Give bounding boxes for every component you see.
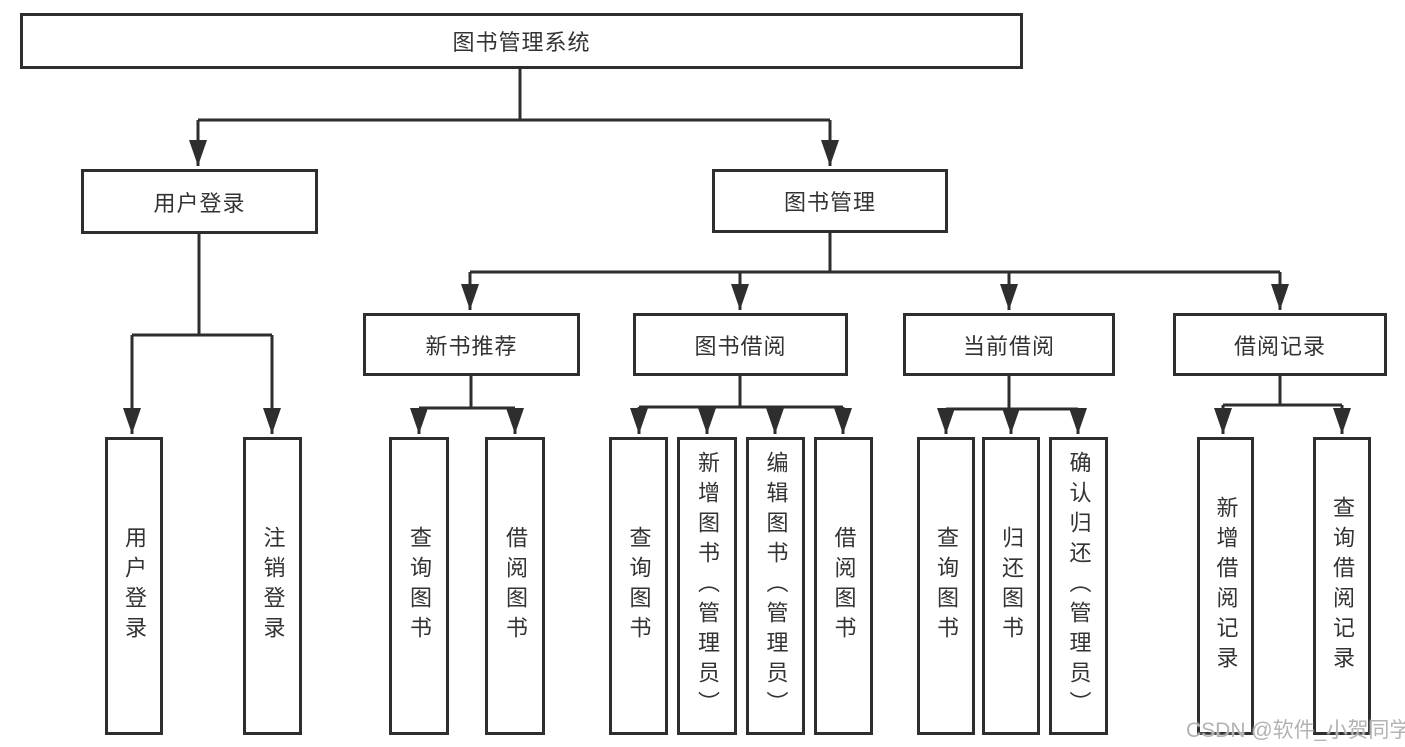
- leaf-label: 借阅图书: [503, 526, 528, 646]
- leaf-user-login: 用户登录: [105, 437, 163, 735]
- leaf-confirm-return-admin: 确认归还（管理员）: [1049, 437, 1108, 735]
- leaf-label: 查询图书: [626, 526, 652, 646]
- leaf-label: 用户登录: [122, 526, 147, 646]
- leaf-query-borrow-record: 查询借阅记录: [1313, 437, 1371, 735]
- node-book-management: 图书管理: [712, 169, 948, 233]
- leaf-label: 新增借阅记录: [1213, 496, 1239, 676]
- node-user-login: 用户登录: [81, 169, 318, 234]
- leaf-label: 查询图书: [934, 526, 959, 646]
- node-current-borrowing: 当前借阅: [903, 313, 1115, 376]
- leaf-return-books: 归还图书: [982, 437, 1040, 735]
- leaf-add-books-admin: 新增图书（管理员）: [677, 437, 737, 735]
- leaf-label: 注销登录: [260, 526, 286, 646]
- leaf-label: 借阅图书: [831, 526, 857, 646]
- node-book-borrowing: 图书借阅: [633, 313, 848, 376]
- leaf-label: 新增图书（管理员）: [695, 451, 720, 721]
- leaf-query-books-borrow: 查询图书: [609, 437, 668, 735]
- leaf-logout: 注销登录: [243, 437, 302, 735]
- leaf-query-books-current: 查询图书: [917, 437, 975, 735]
- leaf-query-books-recommend: 查询图书: [389, 437, 449, 735]
- leaf-label: 归还图书: [999, 526, 1024, 646]
- leaf-borrow-books-recommend: 借阅图书: [485, 437, 545, 735]
- leaf-label: 确认归还（管理员）: [1066, 451, 1092, 721]
- node-library-management-system: 图书管理系统: [20, 13, 1023, 69]
- leaf-add-borrow-record: 新增借阅记录: [1197, 437, 1254, 735]
- csdn-watermark: CSDN @软件_小贺同学: [1186, 719, 1405, 742]
- leaf-edit-books-admin: 编辑图书（管理员）: [746, 437, 805, 735]
- node-new-book-recommendation: 新书推荐: [363, 313, 580, 376]
- leaf-label: 编辑图书（管理员）: [763, 451, 789, 721]
- leaf-label: 查询图书: [407, 526, 432, 646]
- leaf-borrow-books: 借阅图书: [814, 437, 873, 735]
- leaf-label: 查询借阅记录: [1330, 496, 1355, 676]
- node-borrowing-records: 借阅记录: [1173, 313, 1387, 376]
